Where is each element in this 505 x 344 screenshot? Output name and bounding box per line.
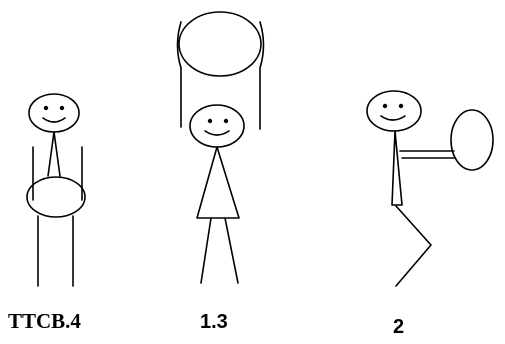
- right-eye: [399, 104, 403, 108]
- smile: [381, 116, 405, 120]
- ball: [451, 110, 493, 170]
- figure-label-3: 2: [393, 316, 404, 339]
- bent-leg: [396, 206, 431, 286]
- right-eye: [60, 106, 64, 110]
- right-leg: [225, 218, 238, 283]
- head: [190, 105, 244, 147]
- ball: [27, 177, 85, 217]
- figure-squat-ball-forward: [367, 91, 493, 286]
- figure-holding-ball-overhead: [178, 12, 264, 283]
- dress-triangle: [197, 147, 239, 218]
- figure-label-2: 1.3: [200, 311, 228, 334]
- left-leg: [201, 218, 211, 283]
- torso: [392, 131, 402, 205]
- left-eye: [44, 106, 48, 110]
- ball: [179, 12, 261, 76]
- left-eye: [208, 119, 212, 123]
- smile: [43, 118, 65, 122]
- figure-holding-ball-front: [27, 94, 85, 286]
- left-eye: [383, 104, 387, 108]
- smile: [205, 131, 229, 135]
- figure-label-1: TTCB.4: [8, 309, 81, 334]
- head: [29, 94, 79, 132]
- right-eye: [224, 119, 228, 123]
- head: [367, 91, 421, 131]
- torso-triangle: [48, 132, 60, 176]
